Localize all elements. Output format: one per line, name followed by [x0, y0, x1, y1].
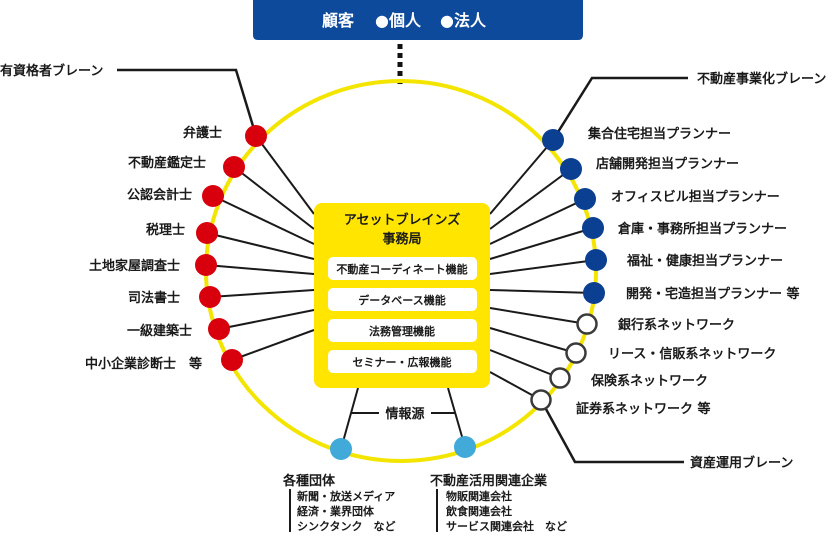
- customer-header-box: [253, 0, 583, 40]
- asset-brain-dot: [549, 367, 571, 389]
- connector-line: [209, 289, 315, 298]
- realestate-brain-dot: [582, 217, 604, 239]
- qualified-brain-dot: [196, 222, 218, 244]
- info-group-title: 不動産活用関連企業: [430, 473, 548, 489]
- qualified-brain-member: 一級建築士: [127, 323, 192, 339]
- realestate-brain-member: 倉庫・事務所担当プランナー: [617, 221, 787, 237]
- info-group-item: シンクタンク など: [297, 520, 396, 533]
- connector-line: [489, 307, 588, 325]
- connector-line: [255, 135, 315, 215]
- function-box: [328, 350, 477, 373]
- customer-header: 顧客 ●個人 ●法人: [253, 0, 583, 40]
- connector-line: [231, 329, 315, 361]
- qualified-brain-dot: [202, 185, 224, 207]
- asset-brain-dots: [530, 313, 598, 411]
- realestate-brain-member: オフィスビル担当プランナー: [611, 189, 780, 205]
- function-label: データベース機能: [358, 293, 445, 307]
- realestate-brain-member: 開発・宅造担当プランナー 等: [626, 286, 800, 302]
- center-office-subtitle: 事務局: [382, 231, 421, 247]
- qualified-brain-members: 弁護士 不動産鑑定士 公認会計士 税理士 土地家屋調査士 司法書士 一級建築士 …: [85, 125, 222, 372]
- qualified-brain-dot: [223, 156, 245, 178]
- customer-title: 顧客: [322, 11, 355, 30]
- function-box: [328, 257, 477, 280]
- info-group-companies: 不動産活用関連企業 物販関連会社 飲食関連会社 サービス関連会社 など: [430, 473, 567, 533]
- center-office: アセットブレインズ 事務局 不動産コーディネート機能 データベース機能 法務管理…: [314, 203, 490, 388]
- qualified-brain-dot: [221, 349, 243, 371]
- qualified-brain-member: 不動産鑑定士: [128, 155, 206, 171]
- function-label: セミナー・広報機能: [353, 355, 452, 369]
- asset-brain-member: 銀行系ネットワーク: [618, 317, 735, 333]
- realestate-brain-dot: [574, 188, 596, 210]
- asset-brain-member: 保険系ネットワーク: [590, 373, 708, 389]
- asset-brain-member: リース・信販系ネットワーク: [608, 346, 776, 362]
- connector-line: [233, 166, 315, 230]
- realestate-brain-dot: [583, 282, 605, 304]
- qualified-brain-connectors: [205, 135, 315, 361]
- connector-line: [212, 195, 315, 245]
- info-group-item: 経済・業界団体: [297, 504, 375, 518]
- asset-brain-members: 銀行系ネットワーク リース・信販系ネットワーク 保険系ネットワーク 証券系ネット…: [576, 317, 776, 417]
- qualified-brain-dot: [195, 254, 217, 276]
- realestate-brain-dot: [560, 158, 582, 180]
- info-group-item: サービス関連会社 など: [446, 519, 567, 533]
- qualified-brain-dot: [245, 125, 267, 147]
- connector-line: [489, 139, 554, 215]
- qualified-brain-member: 公認会計士: [127, 187, 192, 203]
- qualified-brain-member: 司法書士: [128, 290, 180, 306]
- connector-line: [489, 289, 595, 294]
- center-office-name: アセットブレインズ: [344, 212, 460, 228]
- realestate-brain-member: 福祉・健康担当プランナー: [626, 253, 783, 269]
- asset-brain-dot: [565, 342, 587, 364]
- connector-line: [218, 309, 315, 330]
- function-label: 法務管理機能: [369, 324, 435, 338]
- info-group-item: 飲食関連会社: [445, 504, 512, 518]
- asset-brain-member: 証券系ネットワーク 等: [576, 401, 711, 417]
- info-group-title: 各種団体: [282, 473, 336, 489]
- info-source-dot: [454, 436, 476, 458]
- connector-line: [205, 264, 315, 275]
- function-box: [328, 288, 477, 311]
- connector-line: [206, 232, 315, 260]
- realestate-brain-member: 集合住宅担当プランナー: [587, 126, 731, 142]
- qualified-brain-member: 土地家屋調査士: [89, 258, 180, 274]
- realestate-brain-member: 店舗開発担当プランナー: [596, 156, 739, 172]
- realestate-brain-dot: [585, 249, 607, 271]
- qualified-brain-leader-line: [117, 68, 258, 137]
- connector-line: [489, 327, 577, 354]
- qualified-brain-member: 中小企業診断士 等: [85, 356, 202, 372]
- connector-line: [489, 349, 561, 379]
- connector-line: [489, 227, 594, 260]
- qualified-brain-dot: [208, 318, 230, 340]
- realestate-brain-label: 不動産事業化ブレーン: [697, 71, 826, 87]
- info-source-dot: [330, 438, 352, 460]
- realestate-brain-dot: [542, 129, 564, 151]
- qualified-brain-label: 有資格者ブレーン: [0, 63, 103, 79]
- customer-corporate: ●法人: [440, 11, 487, 30]
- asset-brain-leader-line: [539, 399, 684, 464]
- info-source-label: 情報源: [385, 406, 424, 422]
- info-group-organizations: 各種団体 新聞・放送メディア 経済・業界団体 シンクタンク など: [282, 473, 396, 533]
- qualified-brain-member: 税理士: [146, 222, 185, 238]
- realestate-brain-dots: [542, 129, 607, 304]
- function-label: 不動産コーディネート機能: [336, 262, 467, 276]
- connector-line: [489, 259, 597, 275]
- realestate-brain-leader-line: [551, 76, 688, 141]
- qualified-brain-member: 弁護士: [183, 125, 222, 141]
- realestate-brain-members: 集合住宅担当プランナー 店舗開発担当プランナー オフィスビル担当プランナー 倉庫…: [587, 126, 800, 302]
- customer-individual: ●個人: [375, 11, 422, 30]
- info-source-dots: [330, 436, 476, 460]
- asset-brain-label: 資産運用ブレーン: [690, 455, 793, 471]
- info-group-item: 新聞・放送メディア: [297, 489, 395, 503]
- asset-brain-dot: [530, 389, 552, 411]
- qualified-brain-dots: [195, 125, 267, 371]
- qualified-brain-dot: [199, 286, 221, 308]
- asset-brain-dot: [576, 313, 598, 335]
- right-side-connectors: [489, 139, 597, 401]
- info-group-item: 物販関連会社: [446, 489, 512, 503]
- function-box: [328, 319, 477, 342]
- connector-line: [489, 198, 586, 245]
- connector-line: [489, 168, 572, 230]
